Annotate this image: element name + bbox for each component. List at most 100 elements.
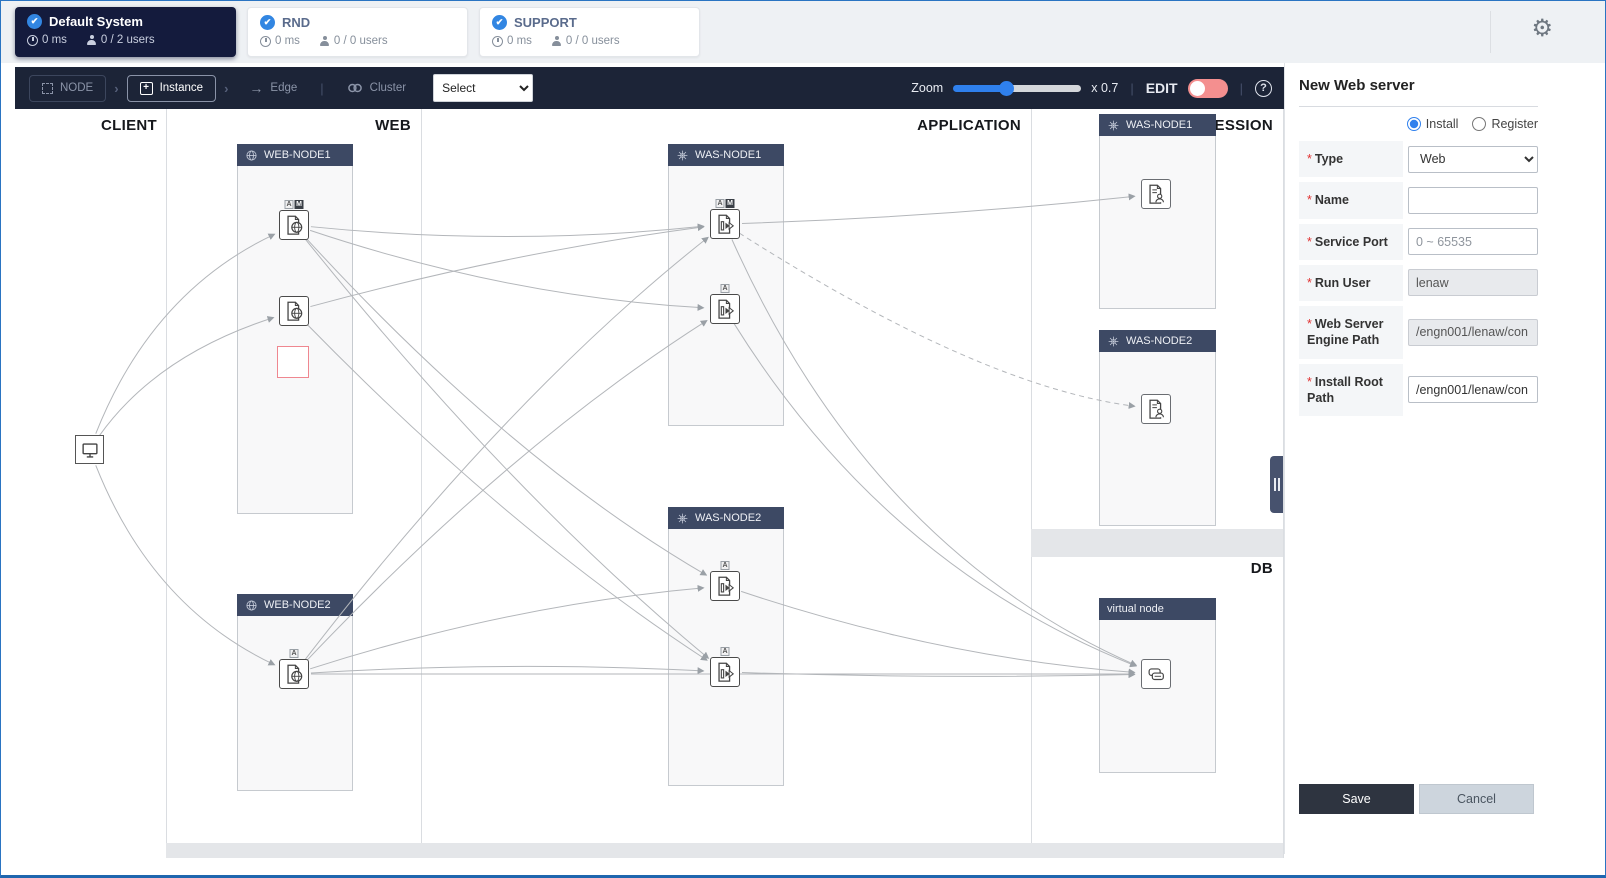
session-db-separator-band [1031,529,1283,557]
latency-value: 0 ms [275,35,300,47]
zoom-slider[interactable] [953,80,1082,96]
session-instance-icon [1145,398,1167,420]
panel-collapse-handle[interactable] [1270,456,1283,513]
install-radio-label: Install [1425,117,1459,131]
node-header[interactable]: WAS-NODE1 [668,144,784,166]
instance-badges: A [720,284,730,293]
column-label-web: WEB [375,117,411,134]
type-select[interactable]: Web [1408,145,1538,173]
node-header[interactable]: WAS-NODE2 [1099,330,1216,352]
form-row-type: *Type Web [1299,141,1538,178]
check-circle-icon: ✔ [492,15,507,30]
system-tab-support[interactable]: ✔ SUPPORT 0 ms 0 / 0 users [479,7,700,57]
node-title: WEB-NODE2 [264,599,331,611]
node-tool-button[interactable]: NODE [29,74,107,102]
web-server-engine-path-input[interactable] [1408,318,1538,346]
edge-tool-button[interactable]: → Edge [236,75,310,102]
new-web-server-panel: New Web server Install Register *Type We… [1284,63,1605,854]
client-instance[interactable] [75,435,104,464]
badge-admin: A [720,561,730,570]
install-radio-input[interactable] [1406,117,1421,131]
service-port-input[interactable] [1408,228,1538,256]
check-circle-icon: ✔ [260,15,275,30]
required-asterisk: * [1307,234,1312,249]
panel-title: New Web server [1299,77,1415,94]
node-header[interactable]: WAS-NODE1 [1099,114,1216,136]
help-icon[interactable]: ? [1255,79,1272,97]
cluster-tool-button[interactable]: Cluster [334,75,419,102]
settings-gear-icon[interactable]: ⚙ [1531,15,1553,42]
globe-icon [245,149,258,162]
save-button[interactable]: Save [1299,784,1414,814]
register-radio-input[interactable] [1472,117,1487,131]
field-label: Service Port [1314,234,1388,249]
register-radio-label: Register [1491,117,1538,131]
column-divider [421,109,422,858]
edit-mode-toggle[interactable] [1187,78,1228,98]
badge-admin: A [289,649,299,658]
latency-value: 0 ms [42,34,67,46]
name-input[interactable] [1408,186,1538,214]
canvas-bottom-band [166,843,1283,858]
badge-admin: A [284,200,294,209]
system-tab-rnd[interactable]: ✔ RND 0 ms 0 / 0 users [247,7,468,57]
zoom-slider-thumb[interactable] [998,80,1014,96]
web-instance-icon [283,663,305,685]
globe-icon [245,599,258,612]
was-instance[interactable]: A [710,647,740,687]
toolbar-separator: | [1130,80,1134,96]
cluster-select-dropdown[interactable]: Select [433,74,534,102]
cluster-atom-icon [1107,119,1120,132]
session-instance[interactable] [1141,179,1171,209]
check-circle-icon: ✔ [27,14,42,29]
edge-layer [95,193,1138,679]
node-body [1099,352,1216,526]
node-title: virtual node [1107,603,1164,615]
node-title: WAS-NODE1 [1126,119,1193,131]
web-server-instance[interactable]: A M [279,200,309,240]
clock-icon [260,35,271,47]
instance-badges: A M [715,199,735,208]
node-header[interactable]: WAS-NODE2 [668,507,784,529]
zoom-value: x 0.7 [1091,81,1119,95]
badge-master: M [294,200,304,209]
install-radio[interactable]: Install [1406,117,1459,131]
topology-canvas[interactable]: CLIENT WEB APPLICATION SESSION DB WEB-NO… [15,109,1284,858]
node-body [237,616,353,791]
db-instance[interactable] [1141,659,1171,689]
was-instance[interactable]: A [710,561,740,601]
required-asterisk: * [1307,317,1312,331]
was-instance[interactable]: A M [710,199,740,239]
instance-badges: A [289,649,299,658]
was-instance[interactable]: A [710,284,740,324]
register-radio[interactable]: Register [1472,117,1538,131]
column-label-db: DB [1250,560,1273,577]
run-user-input[interactable] [1408,269,1538,297]
node-was-node2-session: WAS-NODE2 [1099,330,1216,526]
node-header[interactable]: virtual node [1099,598,1216,620]
session-instance[interactable] [1141,394,1171,424]
new-instance-placeholder[interactable] [277,346,309,378]
was-instance-icon [714,661,736,683]
node-was-node1-session: WAS-NODE1 [1099,114,1216,309]
instance-badges: A [720,561,730,570]
web-server-instance[interactable] [279,296,309,326]
marquee-icon [42,82,53,94]
node-header[interactable]: WEB-NODE1 [237,144,353,166]
instance-badges: A [720,647,730,656]
instance-tool-button[interactable]: + Instance [126,74,217,102]
install-root-path-input[interactable] [1408,376,1538,404]
column-divider [166,109,167,858]
system-tab-default-system[interactable]: ✔ Default System 0 ms 0 / 2 users [15,7,236,57]
node-title: WAS-NODE2 [695,512,762,524]
web-server-instance[interactable]: A [279,649,309,689]
form-row-engine-path: *Web Server Engine Path [1299,306,1538,359]
cancel-button[interactable]: Cancel [1419,784,1534,814]
field-label: Name [1314,193,1349,208]
web-instance-icon [283,214,305,236]
cluster-tool-label: Cluster [369,82,407,94]
session-instance-icon [1145,183,1167,205]
form-row-run-user: *Run User [1299,264,1538,301]
node-header[interactable]: WEB-NODE2 [237,594,353,616]
required-asterisk: * [1307,193,1312,208]
